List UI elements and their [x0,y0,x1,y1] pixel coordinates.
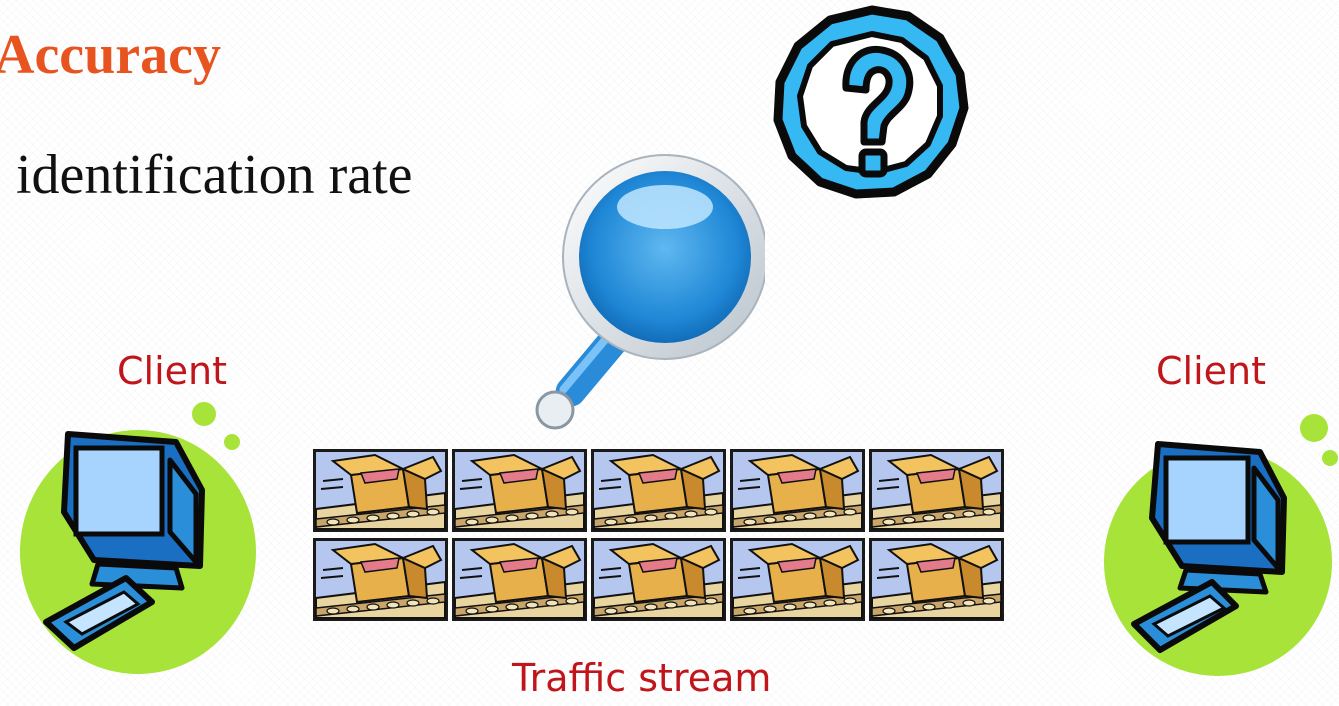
package-box-icon [591,449,726,532]
client-left-label: Client [117,349,228,393]
package-box-icon [869,538,1004,621]
packet-grid [313,449,1006,621]
bullet-text: identification rate [16,144,413,206]
package-box-icon [452,538,587,621]
question-mark-icon [773,5,969,199]
package-box-icon [452,449,587,532]
client-right-label: Client [1156,349,1267,393]
magnifying-glass-icon [535,154,765,430]
computer-icon [20,402,256,674]
package-box-icon [730,449,865,532]
package-box-icon [869,449,1004,532]
package-box-icon [313,449,448,532]
package-box-icon [313,538,448,621]
package-box-icon [591,538,726,621]
traffic-stream-label: Traffic stream [512,656,772,700]
computer-icon [1104,414,1338,676]
slide-title: Accuracy [0,24,222,86]
package-box-icon [730,538,865,621]
